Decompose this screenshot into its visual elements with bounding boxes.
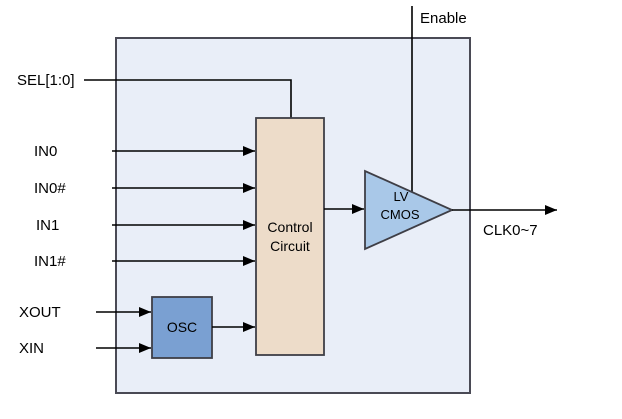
clk-output-label: CLK0~7: [483, 222, 538, 239]
xout-label: XOUT: [19, 304, 61, 321]
lvcmos-buffer-label-line1: LV: [394, 189, 409, 204]
lvcmos-buffer-label-line2: CMOS: [381, 207, 420, 222]
lvcmos-buffer: [364, 169, 455, 251]
xin-label: XIN: [19, 340, 44, 357]
control-circuit-block: [255, 117, 325, 356]
in1-label: IN1: [36, 217, 59, 234]
in1n-label: IN1#: [34, 253, 66, 270]
control-circuit-label-line1: Control: [267, 219, 312, 235]
sel-wire: [84, 79, 292, 118]
osc-block-label: OSC: [167, 319, 197, 335]
enable-label: Enable: [420, 10, 467, 27]
osc-block: [151, 296, 213, 359]
in0n-label: IN0#: [34, 180, 66, 197]
control-circuit-label-line2: Circuit: [270, 238, 310, 254]
sel-label: SEL[1:0]: [17, 72, 75, 89]
in0-label: IN0: [34, 143, 57, 160]
